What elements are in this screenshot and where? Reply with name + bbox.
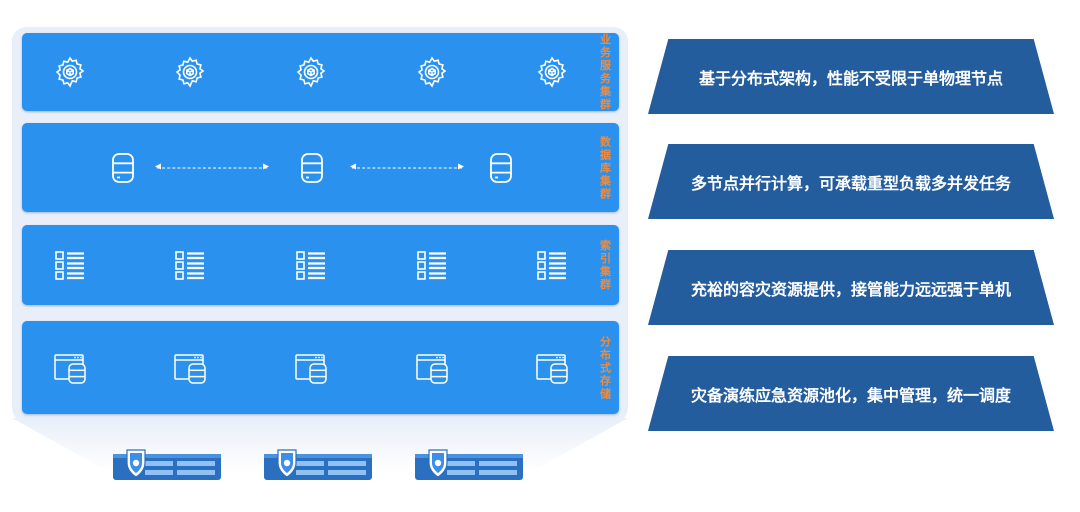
index-list-icon bbox=[535, 248, 569, 282]
window-storage-icon bbox=[173, 351, 207, 385]
feature-text: 多节点并行计算，可承载重型负载多并发任务 bbox=[690, 173, 1011, 193]
distributed-storage-label: 分布式存储 bbox=[600, 335, 611, 400]
feature-banner-2: 多节点并行计算，可承载重型负载多并发任务 bbox=[648, 144, 1054, 219]
gear-icon bbox=[294, 55, 328, 89]
index-list-icon bbox=[173, 248, 207, 282]
window-storage-icon bbox=[415, 351, 449, 385]
distributed-storage-layer: 分布式存储 bbox=[22, 321, 619, 414]
index-list-icon bbox=[294, 248, 328, 282]
window-storage-icon bbox=[53, 351, 87, 385]
feature-text: 灾备演练应急资源池化，集中管理，统一调度 bbox=[690, 385, 1011, 405]
index-list-icon bbox=[415, 248, 449, 282]
gear-icon bbox=[535, 55, 569, 89]
feature-banner-1: 基于分布式架构，性能不受限于单物理节点 bbox=[648, 39, 1054, 114]
shield-cloud-server-icon bbox=[262, 448, 374, 484]
index-cluster-layer: 索引集群 bbox=[22, 225, 619, 305]
gear-icon bbox=[173, 55, 207, 89]
index-list-icon bbox=[53, 248, 87, 282]
sync-arrow bbox=[155, 163, 269, 170]
shield-cloud-server-icon bbox=[111, 448, 223, 484]
gear-icon bbox=[53, 55, 87, 89]
feature-banner-4: 灾备演练应急资源池化，集中管理，统一调度 bbox=[648, 356, 1054, 431]
database-icon bbox=[295, 151, 329, 185]
database-cluster-label: 数据库集群 bbox=[600, 135, 611, 200]
index-cluster-label: 索引集群 bbox=[600, 239, 611, 291]
database-icon bbox=[106, 151, 140, 185]
feature-text: 基于分布式架构，性能不受限于单物理节点 bbox=[698, 68, 1003, 88]
service-cluster-layer: 业务服务集群 bbox=[22, 33, 619, 111]
feature-text: 充裕的容灾资源提供，接管能力远远强于单机 bbox=[690, 279, 1011, 299]
database-icon bbox=[484, 151, 518, 185]
sync-arrow bbox=[350, 163, 464, 170]
shield-cloud-server-icon bbox=[413, 448, 525, 484]
gear-icon bbox=[415, 55, 449, 89]
feature-banner-3: 充裕的容灾资源提供，接管能力远远强于单机 bbox=[648, 250, 1054, 325]
service-cluster-label: 业务服务集群 bbox=[600, 33, 611, 111]
database-cluster-layer: 数据库集群 bbox=[22, 123, 619, 212]
window-storage-icon bbox=[535, 351, 569, 385]
window-storage-icon bbox=[294, 351, 328, 385]
